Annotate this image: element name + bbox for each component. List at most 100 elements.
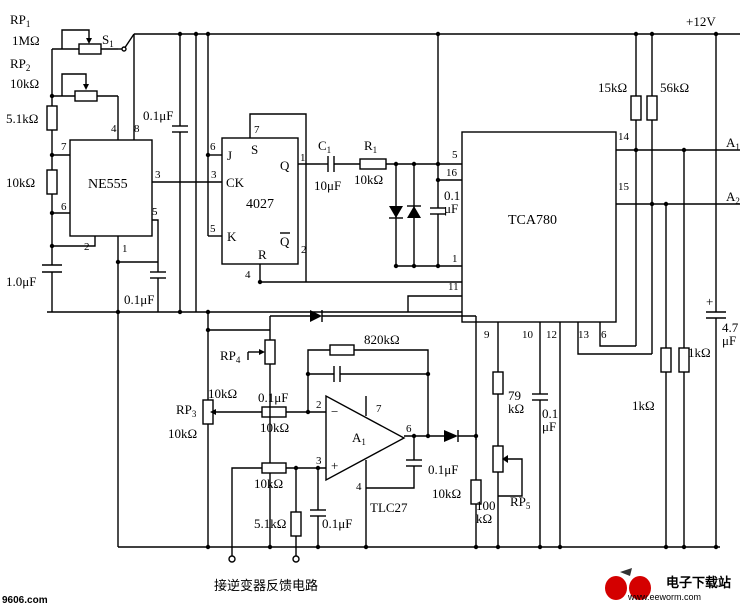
svg-text:6: 6	[210, 141, 216, 153]
c-01-fb: 0.1μF	[310, 468, 352, 547]
svg-text:3: 3	[155, 169, 161, 181]
supply-rail: +12V	[134, 14, 740, 35]
watermark-brand: 电子下载站 www.eeworm.com	[600, 568, 750, 604]
r1-resistor: R1 10kΩ	[354, 138, 462, 187]
watermark-brand-text: 电子下载站	[666, 576, 732, 591]
r-1k-a1: 1kΩ	[678, 150, 711, 547]
rp5-sub: 5	[526, 501, 531, 511]
r-820k: 820kΩ	[307, 332, 429, 436]
svg-text:R: R	[258, 247, 267, 262]
c1-capacitor: C1 10μF	[314, 138, 360, 193]
svg-text:4: 4	[245, 269, 251, 281]
rp3-potentiometer: RP3 10kΩ 10kΩ	[168, 386, 262, 441]
c-1u-value: 1.0μF	[6, 274, 36, 289]
svg-text:RP1: RP1	[10, 12, 30, 29]
c-01-decouple-value: 0.1μF	[143, 108, 173, 123]
c-01-decouple: 0.1μF	[143, 34, 188, 312]
rp2-value: 10kΩ	[10, 76, 39, 91]
r1-label: R	[364, 138, 373, 153]
svg-text:J: J	[227, 148, 232, 163]
r1-value: 10kΩ	[354, 172, 383, 187]
r-15k-value: 15kΩ	[598, 80, 627, 95]
s1-sub: 1	[109, 39, 114, 49]
rp2-label: RP	[10, 56, 26, 71]
svg-text:7: 7	[254, 124, 260, 136]
a1-label: A1	[726, 135, 740, 152]
svg-text:A1: A1	[352, 430, 366, 447]
svg-text:16: 16	[446, 167, 458, 179]
svg-text:6: 6	[601, 329, 607, 341]
svg-text:10: 10	[522, 329, 534, 341]
opamp-sub: 1	[361, 437, 366, 447]
svg-text:5: 5	[152, 206, 158, 218]
svg-text:Q: Q	[280, 158, 290, 173]
cd4027-chip: 4027 J CK K S R Q Q 6 3 5 7 2 4 1	[210, 124, 307, 281]
r-820k-value: 820kΩ	[364, 332, 400, 347]
r-1k-a1-value: 1kΩ	[688, 345, 711, 360]
svg-text:S: S	[251, 142, 258, 157]
svg-text:4: 4	[111, 123, 117, 135]
tca780-name: TCA780	[508, 213, 557, 228]
c1-value: 10μF	[314, 178, 341, 193]
rp2-sub: 2	[26, 63, 31, 73]
c-01-out-value: 0.1μF	[428, 462, 458, 477]
r-10k-inv-value: 10kΩ	[260, 420, 289, 435]
svg-text:12: 12	[546, 329, 557, 341]
svg-text:1: 1	[122, 243, 128, 255]
opamp-a1: − + A1 2 3 7 6 4 TLC27	[316, 394, 412, 515]
ne555-name: NE555	[88, 177, 128, 192]
svg-text:8: 8	[134, 123, 140, 135]
opamp-plus: +	[331, 458, 338, 473]
r1-sub: 1	[373, 145, 378, 155]
pin5-wire	[152, 219, 159, 272]
rp1-sub: 1	[26, 19, 31, 29]
feedback-terminal-1	[228, 555, 236, 563]
svg-text:5: 5	[210, 223, 216, 235]
watermark-left-text: 9606.com	[2, 595, 48, 606]
r-10k-timing: 10kΩ	[6, 169, 58, 265]
bug-logo-icon	[605, 568, 651, 600]
r-10k-timing-value: 10kΩ	[6, 175, 35, 190]
rp3-sub: 3	[192, 409, 197, 419]
tca780-chip: TCA780 5 16 1 11 14 15 9 10 12 13 6	[446, 131, 630, 341]
c1-label: C	[318, 138, 327, 153]
r-15k: 15kΩ	[598, 34, 642, 347]
opamp-name: A	[352, 430, 362, 445]
rp3-value: 10kΩ	[168, 426, 197, 441]
svg-text:3: 3	[211, 169, 217, 181]
rp3-label: RP	[176, 402, 192, 417]
svg-text:RP2: RP2	[10, 56, 30, 73]
feedback-caption: 接逆变器反馈电路	[214, 578, 318, 594]
opamp-type: TLC27	[370, 500, 408, 515]
r-5k1-fb: 5.1kΩ	[254, 468, 302, 556]
svg-text:7: 7	[61, 141, 67, 153]
c-01-op-value: 0.1μF	[258, 390, 288, 405]
r-56k-value: 56kΩ	[660, 80, 689, 95]
r-pin-wire	[259, 264, 462, 283]
svg-text:5: 5	[452, 149, 458, 161]
svg-text:2: 2	[301, 244, 307, 256]
s1-label: S	[102, 32, 109, 47]
svg-text:CK: CK	[226, 175, 245, 190]
rp1-label: RP	[10, 12, 26, 27]
svg-text:7: 7	[376, 403, 382, 415]
svg-text:RP3: RP3	[176, 402, 197, 419]
c-01-out: 0.1μF	[366, 436, 458, 489]
r-56k: 56kΩ	[577, 34, 689, 355]
svg-text:RP5: RP5	[510, 494, 531, 511]
rp2-potentiometer: RP2 10kΩ	[10, 56, 118, 102]
svg-text:4: 4	[356, 481, 362, 493]
supply-label: +12V	[686, 14, 716, 29]
svg-text:2: 2	[316, 399, 322, 411]
cd4027-name: 4027	[246, 197, 274, 212]
svg-text:+: +	[706, 294, 713, 309]
svg-text:1: 1	[452, 253, 458, 265]
